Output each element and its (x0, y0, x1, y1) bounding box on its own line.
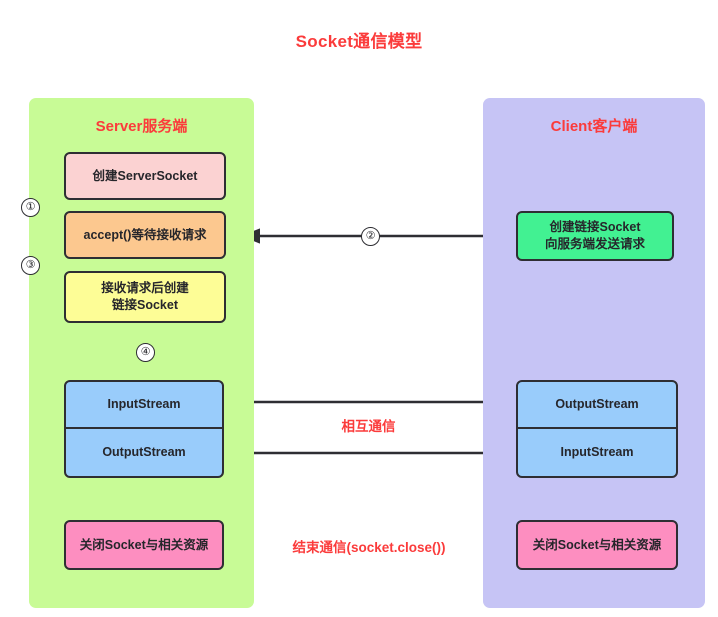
client-panel-title: Client客户端 (550, 118, 638, 135)
server-box-output-stream[interactable]: OutputStream (64, 428, 224, 478)
step-marker-2-icon: ② (361, 227, 380, 246)
client-box-create-socket-line1: 创建链接Socket (549, 220, 641, 235)
server-box-create-link-socket-line2: 链接Socket (111, 298, 178, 312)
server-box-input-stream[interactable]: InputStream (64, 380, 224, 428)
client-box-create-socket-line2: 向服务端发送请求 (544, 237, 645, 251)
server-box-create-serversocket[interactable]: 创建ServerSocket (64, 152, 226, 200)
step-marker-1-icon: ① (21, 198, 40, 217)
step-marker-4-icon: ④ (136, 343, 155, 362)
server-box-create-link-socket[interactable]: 接收请求后创建 链接Socket (64, 271, 226, 323)
server-panel-title: Server服务端 (95, 118, 188, 135)
server-box-close-socket[interactable]: 关闭Socket与相关资源 (64, 520, 224, 570)
client-box-output-stream[interactable]: OutputStream (516, 380, 678, 428)
label-end-communication: 结束通信(socket.close()) (292, 540, 446, 555)
server-box-create-link-socket-line1: 接收请求后创建 (101, 281, 189, 296)
server-box-accept-wait[interactable]: accept()等待接收请求 (64, 211, 226, 259)
label-mutual-communication: 相互通信 (341, 419, 396, 434)
client-box-create-socket[interactable]: 创建链接Socket 向服务端发送请求 (516, 211, 674, 261)
step-marker-3-icon: ③ (21, 256, 40, 275)
client-box-close-socket[interactable]: 关闭Socket与相关资源 (516, 520, 678, 570)
client-box-input-stream[interactable]: InputStream (516, 428, 678, 478)
page-title: Socket通信模型 (295, 32, 423, 51)
